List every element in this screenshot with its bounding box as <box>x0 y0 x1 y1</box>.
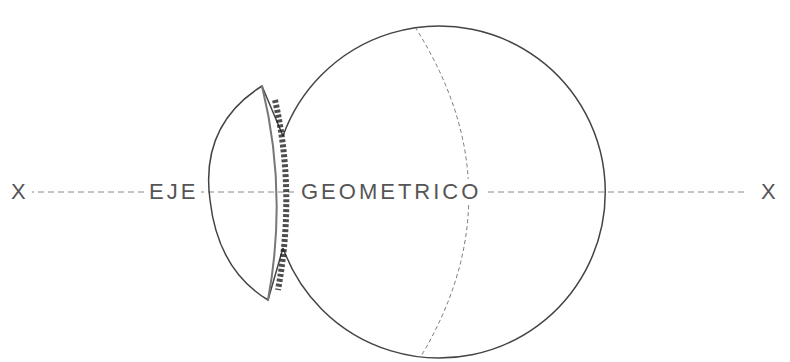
globe-outline <box>283 26 605 358</box>
axis-label: EJE <box>146 179 201 205</box>
iris-edge <box>262 86 277 300</box>
axis-end-mark: X <box>758 179 782 205</box>
cornea-outline <box>209 86 283 300</box>
axis-label: GEOMETRICO <box>298 179 484 205</box>
axis-end-mark: X <box>8 179 32 205</box>
iris-band <box>275 100 286 290</box>
